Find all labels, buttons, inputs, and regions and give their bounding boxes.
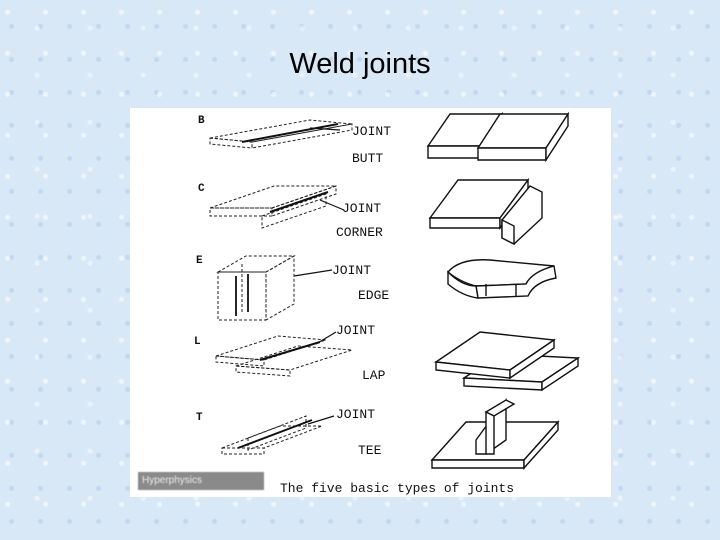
tee-joint-group: T JOINT TEE [196,398,560,470]
edge-dashed-plates [216,255,296,321]
butt-solid-picture [426,111,570,163]
butt-dashed-plates [209,119,353,149]
joint-word2: CORNER [336,225,383,240]
joint-letter: B [198,115,205,127]
figure-caption: The five basic types of joints [280,481,514,496]
corner-dashed-plates [209,185,337,229]
joint-letter: C [198,183,205,195]
lap-joint-group: L JOINT LAP [194,323,581,392]
slide-title: Weld joints [289,48,431,80]
corner-joint-group: C JOINT CORNER [198,177,543,246]
joint-word1: JOINT [336,407,375,422]
lap-solid-picture [434,331,581,392]
edge-joint-group: E JOINT EDGE [196,255,557,321]
butt-joint-group: B JOINT BUTT [198,111,570,166]
watermark-tag: Hyperphysics [138,472,264,490]
weld-joints-diagram: B JOINT BUTT C [194,111,581,496]
joint-word1: JOINT [332,263,371,278]
tee-dashed-plates [221,415,323,455]
corner-solid-picture [428,177,543,246]
weld-joints-figure: B JOINT BUTT C [130,108,611,497]
joint-word2: EDGE [358,288,389,303]
joint-letter: L [194,336,201,348]
joint-word2: TEE [358,443,382,458]
joint-letter: T [196,412,203,424]
joint-word1: JOINT [352,124,391,139]
lap-dashed-plates [215,335,353,377]
joint-word2: LAP [362,368,386,383]
joint-word2: BUTT [352,151,383,166]
joint-word1: JOINT [336,323,375,338]
joint-letter: E [196,255,203,267]
tee-solid-picture [430,398,560,470]
edge-solid-picture [447,259,557,299]
joint-word1: JOINT [342,201,381,216]
